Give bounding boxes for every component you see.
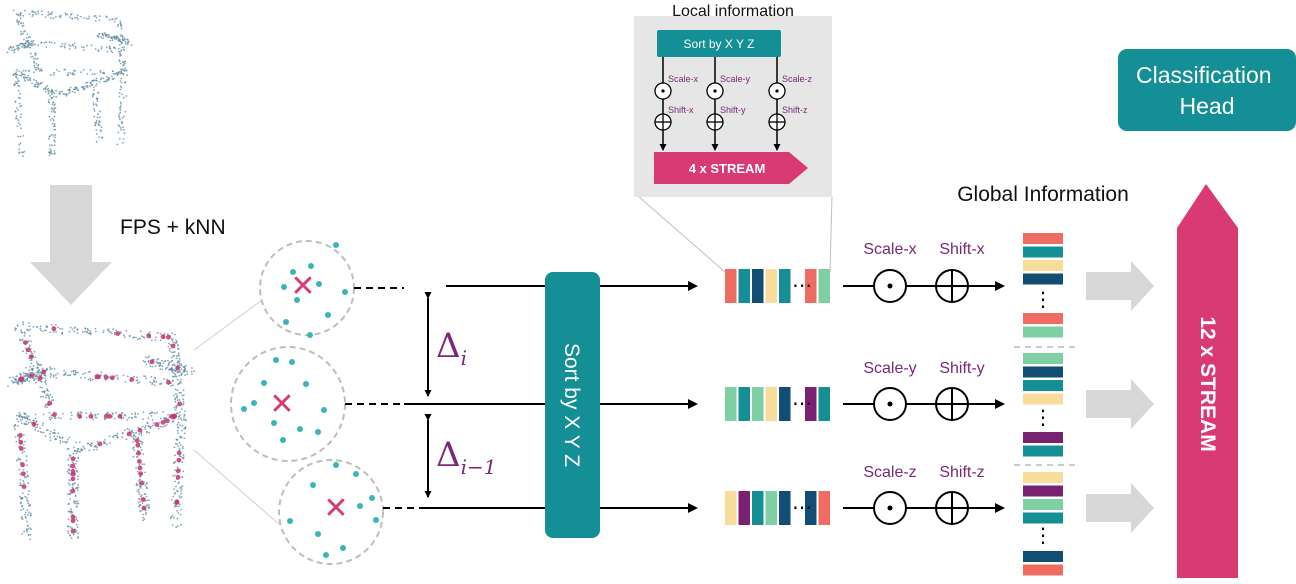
stream-12-label: 12 x STREAM bbox=[1196, 316, 1219, 451]
svg-text:Shift-y: Shift-y bbox=[939, 360, 984, 377]
svg-text:Shift-z: Shift-z bbox=[939, 464, 984, 481]
global-token-stack bbox=[1023, 233, 1063, 576]
vertical-ellipsis: ⋮ bbox=[1033, 525, 1053, 547]
center-cross-icon: ✕ bbox=[323, 492, 348, 525]
fps-knn-label: FPS + kNN bbox=[120, 216, 226, 239]
neighborhood-circle-2: ✕ bbox=[230, 346, 346, 462]
ellipsis: ⋯ bbox=[792, 275, 812, 297]
local-info-title: Local information bbox=[672, 3, 794, 20]
branch-y: Scale-y Shift-y bbox=[843, 360, 1005, 421]
ellipsis: ⋯ bbox=[792, 497, 812, 519]
stream-12-arrow bbox=[1177, 184, 1238, 578]
local-stream-arrow bbox=[654, 152, 808, 184]
sort-block bbox=[545, 272, 600, 538]
token-row-3 bbox=[725, 491, 830, 525]
delta-im1-label: Δi−1 bbox=[436, 435, 496, 479]
down-arrow bbox=[30, 185, 112, 305]
sort-block-label: Sort by X Y Z bbox=[560, 343, 583, 467]
gray-arrow bbox=[1086, 261, 1154, 311]
svg-text:Scale-z: Scale-z bbox=[782, 74, 813, 84]
svg-text:Scale-z: Scale-z bbox=[863, 464, 916, 481]
svg-text:Scale-x: Scale-x bbox=[668, 74, 699, 84]
chair-pointcloud-sampled bbox=[7, 321, 195, 541]
local-sort-box bbox=[657, 30, 781, 57]
svg-text:Shift-z: Shift-z bbox=[782, 105, 808, 115]
svg-text:Scale-y: Scale-y bbox=[863, 360, 916, 377]
branch-z: Scale-z Shift-z bbox=[843, 464, 1005, 525]
local-column-z: Scale-z Shift-z bbox=[768, 57, 813, 151]
svg-text:Scale-x: Scale-x bbox=[863, 241, 916, 258]
global-info-title: Global Information bbox=[957, 183, 1129, 206]
local-sort-label: Sort by X Y Z bbox=[684, 37, 755, 51]
vertical-ellipsis: ⋮ bbox=[1033, 407, 1053, 429]
svg-text:Scale-y: Scale-y bbox=[720, 74, 751, 84]
token-row-2 bbox=[725, 387, 830, 421]
classification-head-label: Classification Head bbox=[1136, 62, 1278, 119]
gray-arrow bbox=[1086, 379, 1154, 429]
center-cross-icon: ✕ bbox=[269, 388, 294, 421]
branch-x: Scale-x Shift-x bbox=[843, 241, 1005, 303]
classification-head bbox=[1118, 49, 1296, 131]
delta-i-label: Δi bbox=[436, 326, 467, 370]
ellipsis: ⋯ bbox=[792, 393, 812, 415]
token-row-1 bbox=[725, 269, 830, 303]
gray-arrow bbox=[1086, 483, 1154, 533]
neighborhood-circle-3: ✕ bbox=[278, 459, 384, 565]
chair-pointcloud-top bbox=[6, 9, 133, 158]
local-column-x: Scale-x Shift-x bbox=[654, 57, 699, 151]
connector-line bbox=[193, 299, 263, 351]
neighborhood-circle-1: ✕ bbox=[259, 240, 355, 338]
local-column-y: Scale-y Shift-y bbox=[706, 57, 751, 151]
center-cross-icon: ✕ bbox=[290, 270, 315, 303]
svg-text:Shift-x: Shift-x bbox=[668, 105, 694, 115]
svg-text:Shift-y: Shift-y bbox=[720, 105, 746, 115]
connector-line bbox=[193, 449, 281, 526]
vertical-ellipsis: ⋮ bbox=[1033, 289, 1053, 311]
svg-text:Shift-x: Shift-x bbox=[939, 241, 984, 258]
local-stream-label: 4 x STREAM bbox=[689, 161, 766, 176]
